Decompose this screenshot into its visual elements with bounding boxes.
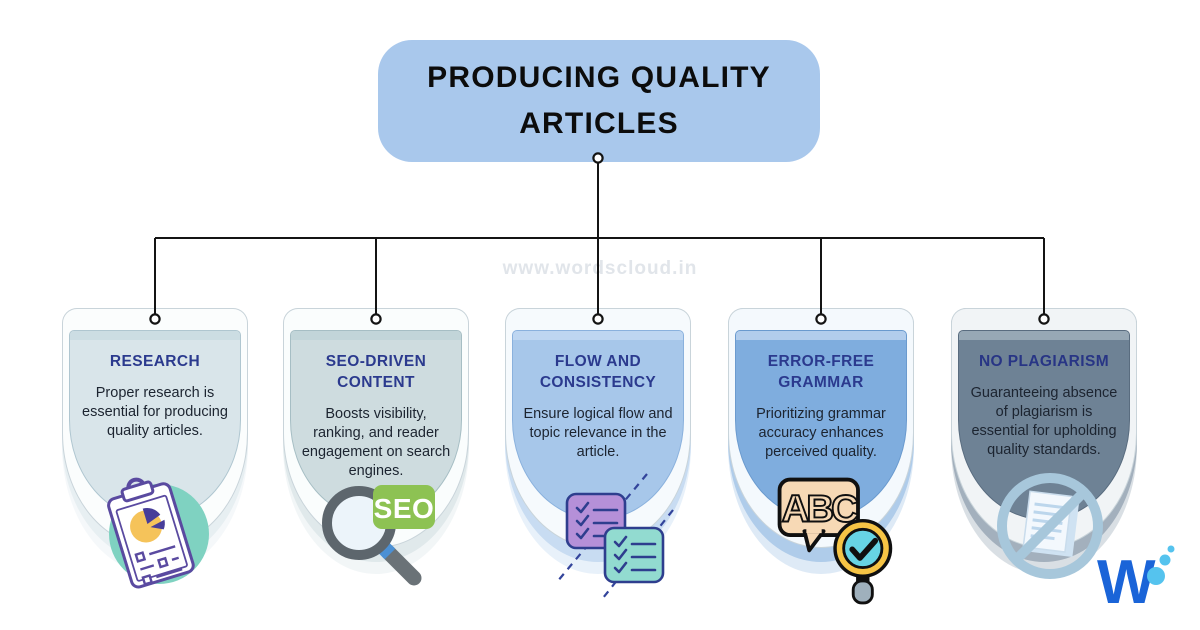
card-title: SEO-DRIVEN CONTENT [325, 353, 427, 391]
abc-grammar-check-icon: ABC [770, 466, 902, 605]
wordscloud-logo: W [1097, 536, 1192, 621]
seo-magnifier-icon: SEO [310, 470, 442, 606]
page-title: PRODUCING QUALITY ARTICLES [427, 60, 771, 141]
card-flow-and-consistency: FLOW AND CONSISTENCY Ensure logical flow… [505, 308, 691, 608]
checklists-icon [547, 470, 679, 606]
card-no-plagiarism: NO PLAGIARISM Guaranteeing absence of pl… [951, 308, 1137, 608]
card-panel: FLOW AND CONSISTENCY Ensure logical flow… [512, 330, 684, 520]
card-body: Guaranteeing absence of plagiarism is es… [970, 384, 1118, 459]
card-title: RESEARCH [109, 353, 201, 370]
logo-bubble-small [1167, 545, 1175, 553]
card-top-strip [513, 331, 683, 340]
clipboard-pie-chart-icon [89, 470, 221, 606]
card-seo-driven-content: SEO-DRIVEN CONTENT Boosts visibility, ra… [283, 308, 469, 608]
logo-bubble-medium [1159, 554, 1171, 566]
no-plagiarism-document-icon [986, 464, 1118, 600]
svg-text:SEO: SEO [374, 493, 435, 524]
card-title: FLOW AND CONSISTENCY [539, 353, 657, 391]
card-title: ERROR-FREE GRAMMAR [767, 353, 875, 391]
card-research: RESEARCH Proper research is essential fo… [62, 308, 248, 608]
logo-letter: W [1097, 548, 1156, 617]
watermark: www.wordscloud.in [502, 258, 698, 279]
card-top-strip [736, 331, 906, 340]
card-body: Ensure logical flow and topic relevance … [523, 405, 673, 461]
card-panel: NO PLAGIARISM Guaranteeing absence of pl… [958, 330, 1130, 520]
main-title-box: PRODUCING QUALITY ARTICLES [378, 40, 820, 162]
card-top-strip [291, 331, 461, 340]
card-body: Proper research is essential for produci… [82, 384, 228, 440]
card-error-free-grammar: ERROR-FREE GRAMMAR Prioritizing grammar … [728, 308, 914, 608]
card-top-strip [70, 331, 240, 340]
card-title: NO PLAGIARISM [978, 353, 1110, 370]
card-top-strip [959, 331, 1129, 340]
card-body: Prioritizing grammar accuracy enhances p… [756, 405, 886, 461]
logo-bubble-large [1147, 567, 1165, 585]
card-body: Boosts visibility, ranking, and reader e… [301, 405, 451, 480]
